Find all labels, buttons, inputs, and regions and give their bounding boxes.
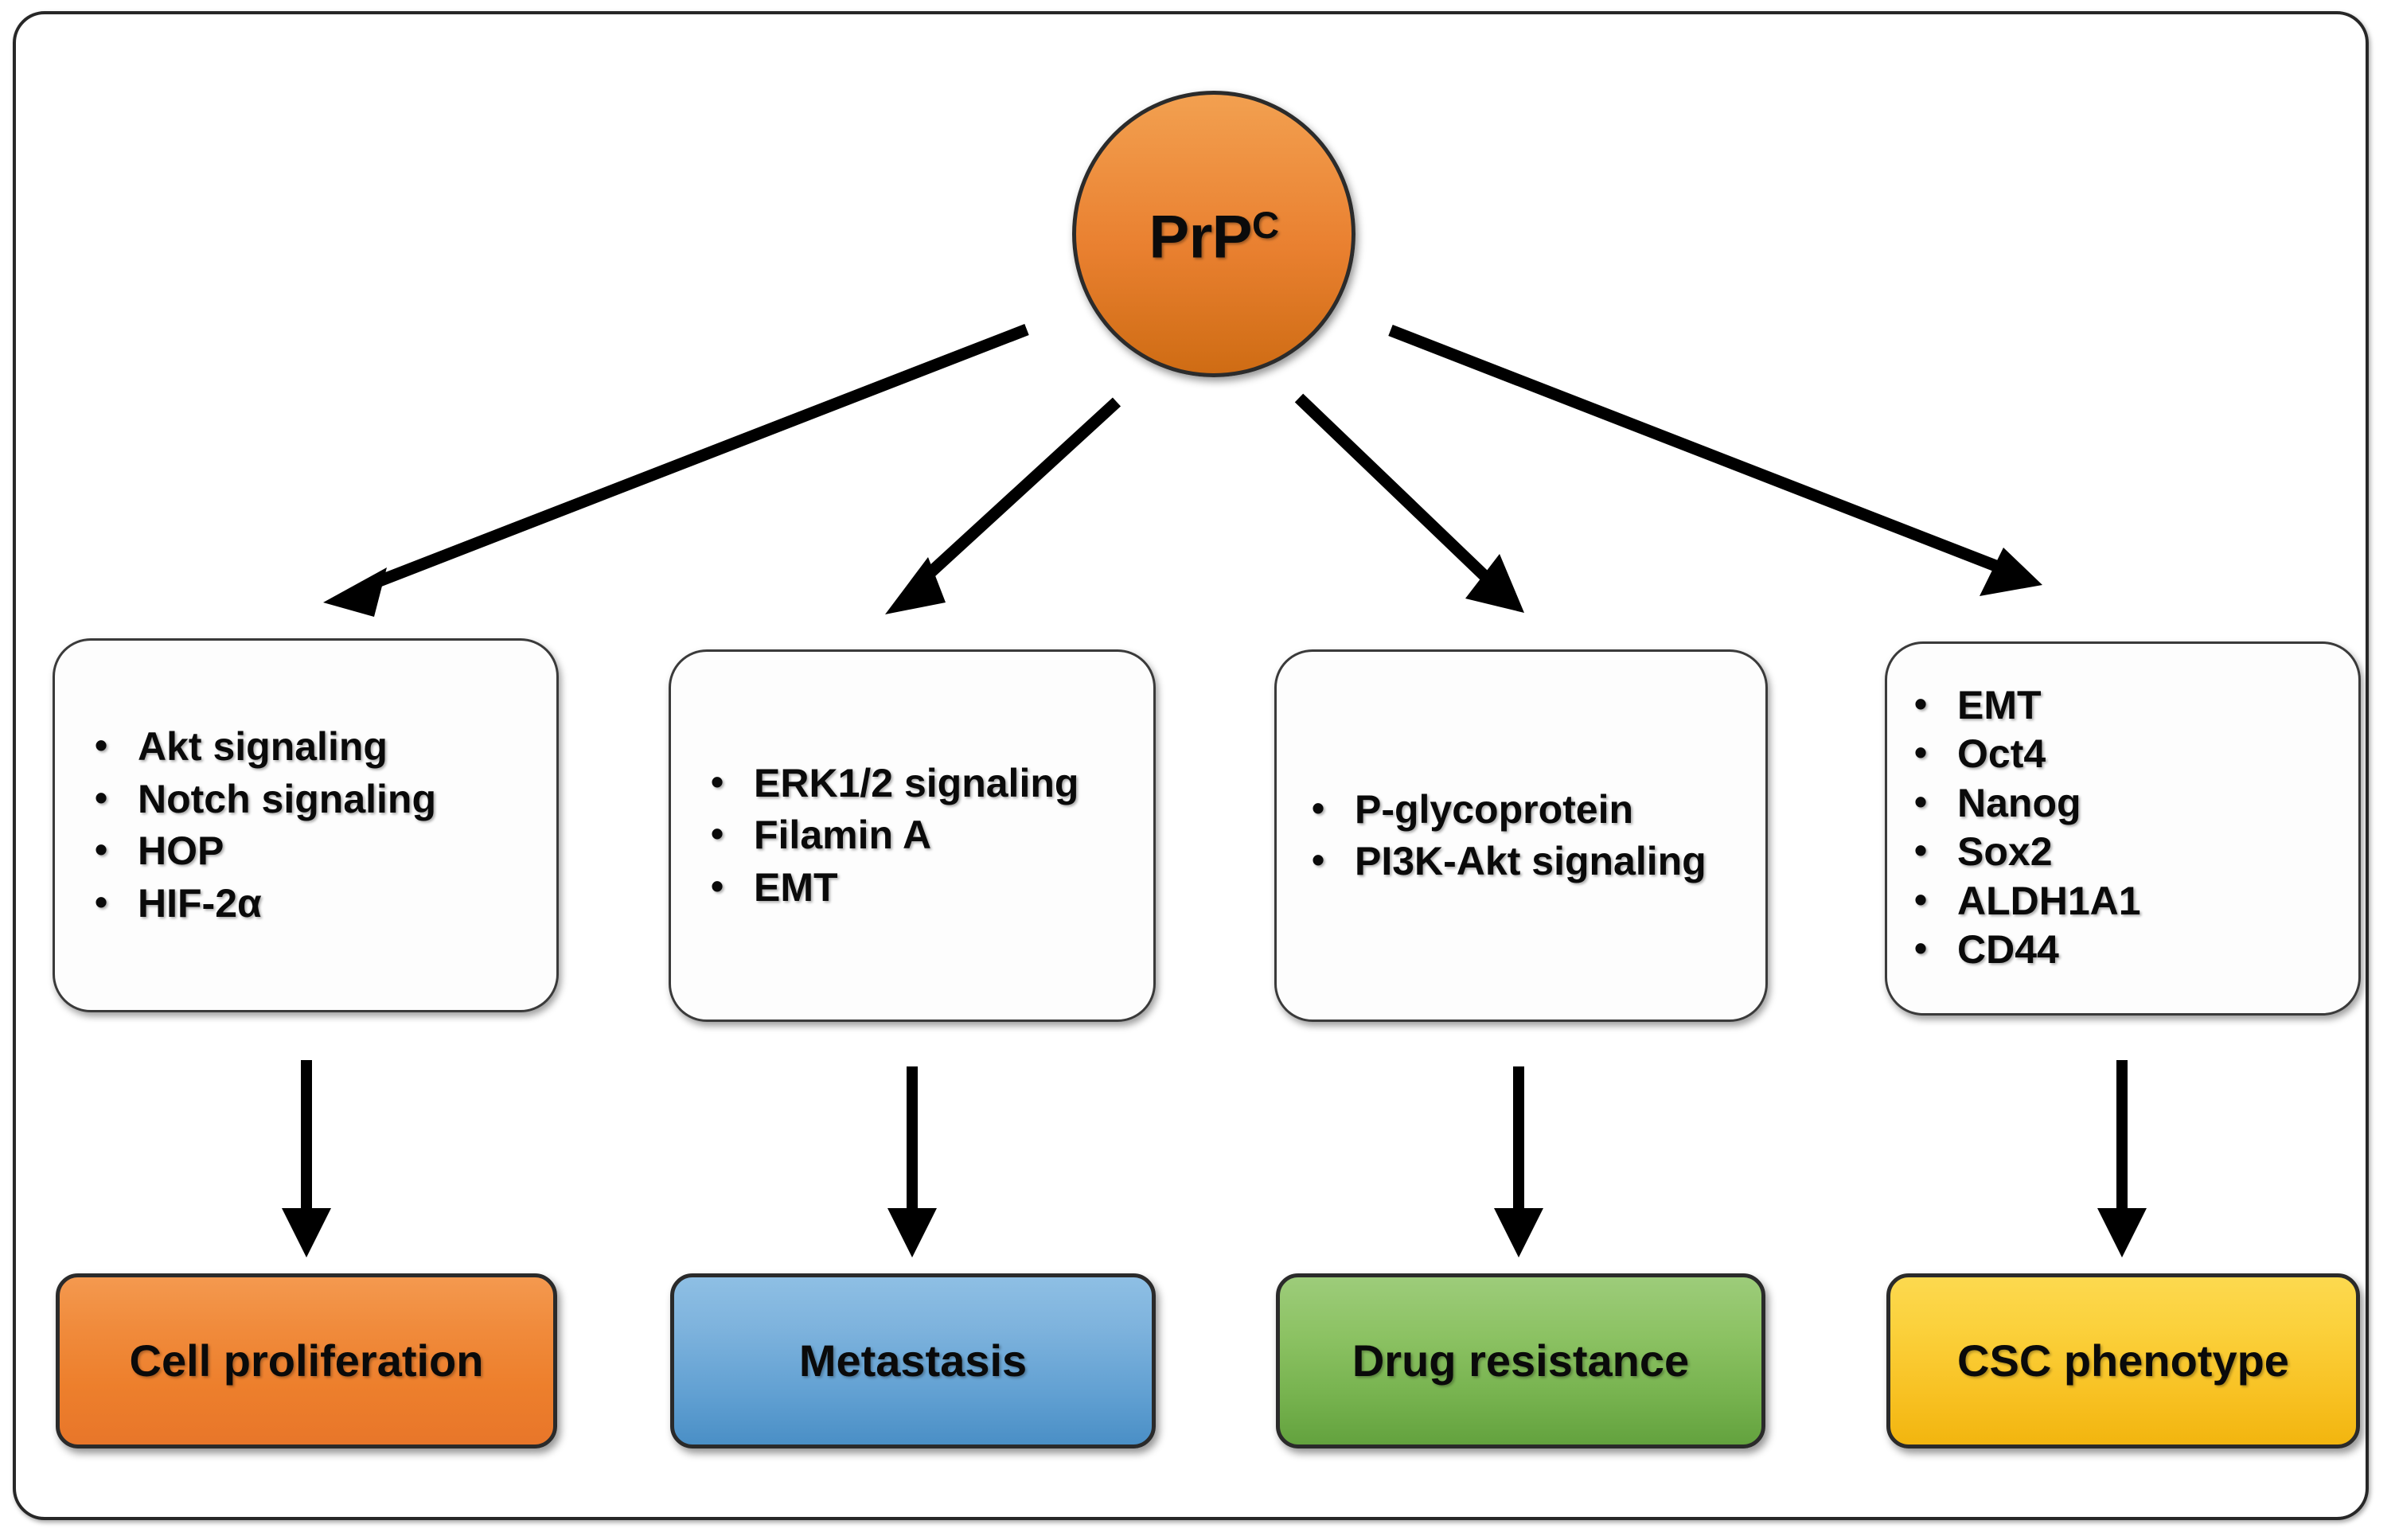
bullet-icon: • [95,880,108,922]
bullet-icon: • [95,724,108,766]
list-item: • Filamin A [711,812,1133,860]
list-item: • ALDH1A1 [1914,878,2338,926]
outcome-box-metastasis: Metastasis [670,1273,1156,1448]
prpc-label-superscript: C [1251,204,1279,247]
list-item: • ERK1/2 signaling [711,760,1133,808]
bullet-icon: • [1914,682,1928,724]
list-item: • Notch signaling [95,776,536,824]
bullet-icon: • [1914,780,1928,822]
prpc-node-label: PrPC [1149,206,1279,268]
bullet-icon: • [711,760,724,802]
pathway-box-cell-proliferation: • Akt signaling • Notch signaling • HOP … [53,638,559,1012]
pathway-item-label: PI3K-Akt signaling [1355,839,1707,883]
pathway-item-label: Notch signaling [138,776,436,821]
list-item: • HIF-2α [95,880,536,928]
list-item: • CD44 [1914,926,2338,974]
outcome-box-csc-phenotype: CSC phenotype [1886,1273,2360,1448]
outcome-label: Cell proliferation [129,1335,484,1386]
pathway-item-label: Oct4 [1957,731,2046,776]
bullet-icon: • [1914,927,1928,969]
list-item: • EMT [1914,682,2338,730]
list-item: • P-glycoprotein [1312,786,1745,834]
bullet-icon: • [1914,829,1928,871]
pathway-item-label: Akt signaling [138,724,388,769]
outcome-label: Metastasis [798,1335,1028,1386]
pathway-item-label: EMT [754,864,838,910]
pathway-list: • Akt signaling • Notch signaling • HOP … [76,723,536,927]
pathway-item-label: Nanog [1957,780,2081,825]
bullet-icon: • [1312,839,1325,880]
bullet-icon: • [1914,878,1928,920]
list-item: • PI3K-Akt signaling [1312,838,1745,886]
list-item: • EMT [711,864,1133,912]
pathway-box-csc-phenotype: • EMT • Oct4 • Nanog • Sox2 • ALDH1A1 • … [1885,641,2361,1016]
pathway-box-metastasis: • ERK1/2 signaling • Filamin A • EMT [669,649,1156,1022]
outcome-label: Drug resistance [1352,1335,1690,1386]
list-item: • Oct4 [1914,731,2338,778]
pathway-item-label: HIF-2α [138,880,262,926]
pathway-list: • EMT • Oct4 • Nanog • Sox2 • ALDH1A1 • … [1908,682,2338,976]
pathway-list: • P-glycoprotein • PI3K-Akt signaling [1297,786,1745,886]
pathway-box-drug-resistance: • P-glycoprotein • PI3K-Akt signaling [1274,649,1768,1022]
prpc-label-main: PrP [1149,203,1253,271]
outcome-box-drug-resistance: Drug resistance [1276,1273,1765,1448]
pathway-item-label: EMT [1957,682,2042,727]
bullet-icon: • [95,828,108,870]
list-item: • Sox2 [1914,828,2338,876]
prpc-node: PrPC [1072,91,1355,377]
bullet-icon: • [1914,731,1928,773]
pathway-item-label: P-glycoprotein [1355,786,1634,832]
pathway-item-label: Filamin A [754,813,932,858]
bullet-icon: • [1312,786,1325,828]
bullet-icon: • [95,776,108,818]
pathway-item-label: ALDH1A1 [1957,878,2141,923]
pathway-list: • ERK1/2 signaling • Filamin A • EMT [692,760,1133,912]
pathway-item-label: ERK1/2 signaling [754,760,1079,805]
outcome-label: CSC phenotype [1957,1335,2289,1386]
outcome-box-cell-proliferation: Cell proliferation [56,1273,557,1448]
bullet-icon: • [711,864,724,906]
pathway-item-label: CD44 [1957,927,2059,972]
list-item: • Akt signaling [95,723,536,771]
list-item: • HOP [95,828,536,875]
list-item: • Nanog [1914,780,2338,828]
pathway-item-label: Sox2 [1957,829,2053,874]
bullet-icon: • [711,813,724,855]
pathway-item-label: HOP [138,828,224,873]
